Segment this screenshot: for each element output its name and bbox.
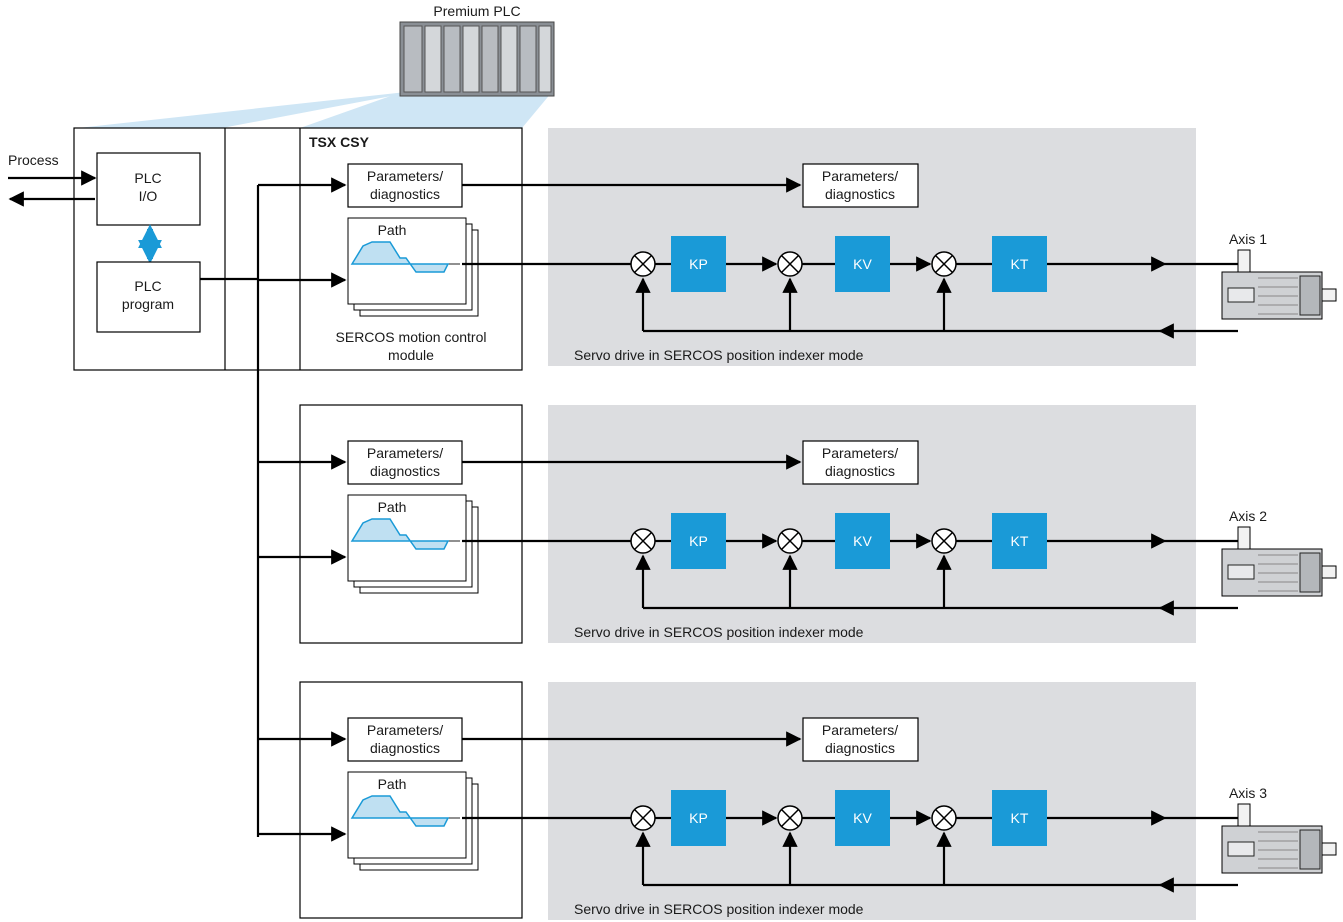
- plc-title: Premium PLC: [433, 3, 520, 19]
- premium-plc-rack: Premium PLC: [78, 3, 555, 128]
- plc-rack-slot: [538, 25, 552, 93]
- plc-rack-slot: [443, 25, 461, 93]
- axis-label: Axis 1: [1229, 231, 1267, 247]
- motor-rear: [1299, 552, 1321, 593]
- gain-block-kv: [835, 236, 890, 292]
- zoom-wedge-left: [78, 92, 406, 128]
- drive-params-line2: diagnostics: [825, 463, 895, 479]
- module-caption-line2: module: [388, 347, 434, 363]
- gain-block-kt: [992, 790, 1047, 846]
- module-params-line1: Parameters/: [367, 722, 443, 738]
- gain-block-kp: [671, 790, 726, 846]
- gain-block-kp: [671, 236, 726, 292]
- module-params-line2: diagnostics: [370, 463, 440, 479]
- summing-cross: [780, 808, 800, 828]
- motor-shaft-top: [1237, 526, 1251, 553]
- path-label: Path: [378, 499, 407, 515]
- module-frame-3: [299, 681, 523, 919]
- path-label: Path: [378, 776, 407, 792]
- plc-io-line1: PLC: [134, 170, 161, 186]
- gain-label-kp: KP: [689, 810, 708, 826]
- motor-plate: [1227, 287, 1255, 303]
- drive-params-box: [802, 163, 919, 208]
- gain-block-kt: [992, 236, 1047, 292]
- summing-cross: [934, 254, 954, 274]
- drive-params-box: [802, 440, 919, 485]
- drive-params-box: [802, 717, 919, 762]
- plc-io-box: [96, 152, 201, 226]
- motor-output-shaft: [1321, 565, 1337, 579]
- axes-layer: Parameters/diagnosticsPathParameters/dia…: [258, 163, 1337, 917]
- motor-output-shaft: [1321, 288, 1337, 302]
- gain-block-kv: [835, 790, 890, 846]
- drive-params-line1: Parameters/: [822, 722, 898, 738]
- path-profile-curve: [350, 518, 450, 550]
- plc-program-line2: program: [122, 296, 174, 312]
- module-name: TSX CSY: [309, 134, 370, 150]
- summing-cross: [934, 808, 954, 828]
- motor-plate: [1227, 564, 1255, 580]
- gain-block-kv: [835, 513, 890, 569]
- module-params-box: [347, 440, 463, 485]
- plc-rack-slot: [424, 25, 442, 93]
- plc-frame: [73, 127, 523, 371]
- gain-label-kp: KP: [689, 256, 708, 272]
- motor-shaft-top: [1237, 803, 1251, 830]
- plc-rack-slot: [500, 25, 518, 93]
- gain-block-kp: [671, 513, 726, 569]
- motor-plate: [1227, 841, 1255, 857]
- gain-block-kt: [992, 513, 1047, 569]
- gain-label-kv: KV: [853, 810, 872, 826]
- module-params-line1: Parameters/: [367, 445, 443, 461]
- module-params-box: [347, 163, 463, 208]
- path-profile-curve: [350, 241, 450, 273]
- process-label: Process: [8, 152, 59, 168]
- summing-cross: [780, 254, 800, 274]
- module-caption-line1: SERCOS motion control: [336, 329, 487, 345]
- drive-caption: Servo drive in SERCOS position indexer m…: [574, 347, 864, 363]
- gain-label-kp: KP: [689, 533, 708, 549]
- plc-rack-slot: [462, 25, 480, 93]
- drive-caption: Servo drive in SERCOS position indexer m…: [574, 624, 864, 640]
- motor-shaft-top: [1237, 249, 1251, 276]
- module-params-line1: Parameters/: [367, 168, 443, 184]
- path-profile-curve: [350, 795, 450, 827]
- zoom-wedge: [300, 92, 552, 128]
- motor-rear: [1299, 829, 1321, 870]
- plc-program-box: [96, 261, 201, 333]
- gain-label-kt: KT: [1011, 533, 1029, 549]
- axis-label: Axis 3: [1229, 785, 1267, 801]
- plc-io-line2: I/O: [139, 188, 158, 204]
- summing-cross: [934, 531, 954, 551]
- gain-label-kv: KV: [853, 256, 872, 272]
- path-label: Path: [378, 222, 407, 238]
- summing-cross: [633, 254, 653, 274]
- motor-output-shaft: [1321, 842, 1337, 856]
- axis-label: Axis 2: [1229, 508, 1267, 524]
- module-params-line2: diagnostics: [370, 740, 440, 756]
- summing-cross: [633, 531, 653, 551]
- plc-rack-slot: [481, 25, 499, 93]
- plc-rack-slot: [519, 25, 537, 93]
- drive-params-line1: Parameters/: [822, 445, 898, 461]
- gain-label-kv: KV: [853, 533, 872, 549]
- drive-params-line2: diagnostics: [825, 186, 895, 202]
- drive-params-line1: Parameters/: [822, 168, 898, 184]
- gain-label-kt: KT: [1011, 810, 1029, 826]
- summing-cross: [633, 808, 653, 828]
- plc-program-line1: PLC: [134, 278, 161, 294]
- summing-cross: [780, 531, 800, 551]
- plc-rack-slot: [403, 25, 423, 93]
- module-frame-2: [299, 404, 523, 644]
- motor-rear: [1299, 275, 1321, 316]
- gain-label-kt: KT: [1011, 256, 1029, 272]
- module-params-line2: diagnostics: [370, 186, 440, 202]
- drive-caption: Servo drive in SERCOS position indexer m…: [574, 901, 864, 917]
- drive-params-line2: diagnostics: [825, 740, 895, 756]
